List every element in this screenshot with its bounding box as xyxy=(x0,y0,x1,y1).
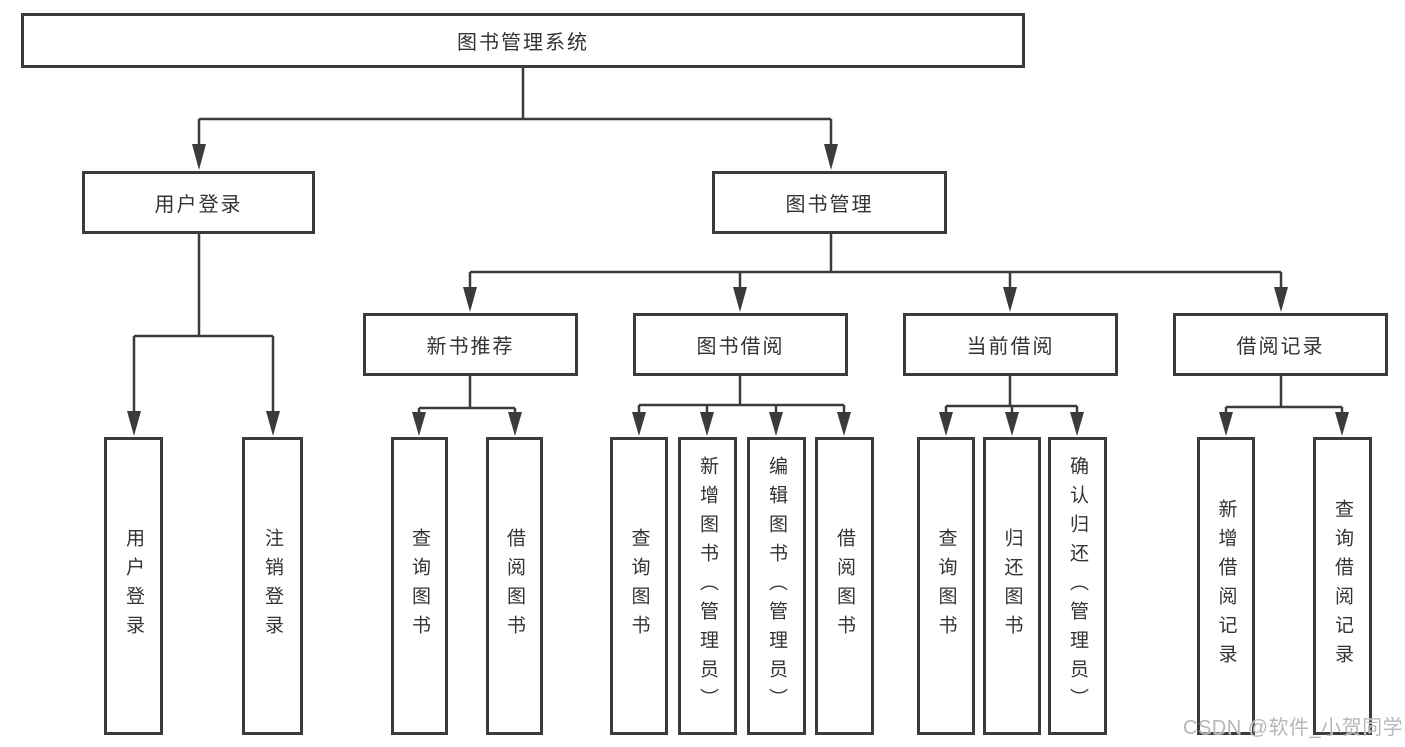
node-user-login: 用户登录 xyxy=(82,171,315,234)
node-label: 归还图书 xyxy=(1001,528,1023,644)
node-label: 查询借阅记录 xyxy=(1332,499,1353,673)
node-label: 借阅记录 xyxy=(1236,336,1325,358)
node-label: 借阅图书 xyxy=(504,528,525,644)
arrowhead xyxy=(266,411,280,436)
arrowhead xyxy=(508,412,522,436)
arrowhead xyxy=(1335,412,1349,436)
leaf-query-books-2: 查询图书 xyxy=(610,437,668,735)
node-label: 借阅图书 xyxy=(834,528,855,644)
node-label: 查询图书 xyxy=(935,528,957,644)
node-label: 编辑图书（管理员） xyxy=(766,455,787,717)
node-label: 图书管理 xyxy=(785,194,874,216)
leaf-borrow-books-2: 借阅图书 xyxy=(815,437,874,735)
arrowhead xyxy=(1003,287,1017,312)
node-label: 当前借阅 xyxy=(966,336,1055,358)
leaf-edit-books-admin: 编辑图书（管理员） xyxy=(747,437,806,735)
leaf-query-books-3: 查询图书 xyxy=(917,437,975,735)
arrowhead xyxy=(463,287,477,312)
csdn-watermark: CSDN @软件_小贺同学 xyxy=(1183,717,1404,739)
leaf-add-borrow-record: 新增借阅记录 xyxy=(1197,437,1255,735)
leaf-query-books-1: 查询图书 xyxy=(391,437,448,735)
arrowhead xyxy=(769,412,783,436)
node-label: 新书推荐 xyxy=(426,336,515,358)
node-label: 用户登录 xyxy=(123,528,144,644)
arrowhead xyxy=(824,144,838,170)
node-label: 注销登录 xyxy=(262,528,283,644)
connector-bookmgmt-to-level3 xyxy=(463,234,1288,312)
leaf-logout: 注销登录 xyxy=(242,437,303,735)
node-label: 用户登录 xyxy=(154,194,243,216)
connector-newbook-to-leaves xyxy=(412,376,522,436)
arrowhead xyxy=(1070,412,1084,436)
node-label: 新增图书（管理员） xyxy=(697,455,718,717)
node-label: 新增借阅记录 xyxy=(1215,499,1237,673)
node-borrow-records: 借阅记录 xyxy=(1173,313,1388,376)
node-label: 查询图书 xyxy=(628,528,650,644)
arrowhead xyxy=(733,287,747,312)
node-label: 确认归还（管理员） xyxy=(1067,455,1088,717)
arrowhead xyxy=(412,412,426,436)
connector-current-to-leaves xyxy=(939,376,1084,436)
node-label: 图书借阅 xyxy=(696,336,785,358)
leaf-return-books: 归还图书 xyxy=(983,437,1041,735)
leaf-confirm-return-admin: 确认归还（管理员） xyxy=(1048,437,1107,735)
leaf-add-books-admin: 新增图书（管理员） xyxy=(678,437,737,735)
leaf-borrow-books-1: 借阅图书 xyxy=(486,437,543,735)
arrowhead xyxy=(632,412,646,436)
arrowhead xyxy=(192,144,206,170)
node-library-system: 图书管理系统 xyxy=(21,13,1025,68)
node-book-management: 图书管理 xyxy=(712,171,947,234)
arrowhead xyxy=(1219,412,1233,436)
leaf-query-borrow-record: 查询借阅记录 xyxy=(1313,437,1372,735)
node-new-book-recommend: 新书推荐 xyxy=(363,313,578,376)
arrowhead xyxy=(939,412,953,436)
connector-borrowmgmt-to-leaves xyxy=(632,376,851,436)
node-current-borrow: 当前借阅 xyxy=(903,313,1118,376)
node-label: 图书管理系统 xyxy=(457,32,589,54)
arrowhead xyxy=(127,411,141,436)
leaf-user-login: 用户登录 xyxy=(104,437,163,735)
connector-records-to-leaves xyxy=(1219,376,1349,436)
connector-userlogin-to-leaves xyxy=(127,234,280,436)
arrowhead xyxy=(1274,287,1288,312)
node-label: 查询图书 xyxy=(409,528,430,644)
arrowhead xyxy=(700,412,714,436)
arrowhead xyxy=(837,412,851,436)
connector-root-to-level2 xyxy=(192,68,838,170)
arrowhead xyxy=(1005,412,1019,436)
node-book-borrow: 图书借阅 xyxy=(633,313,848,376)
